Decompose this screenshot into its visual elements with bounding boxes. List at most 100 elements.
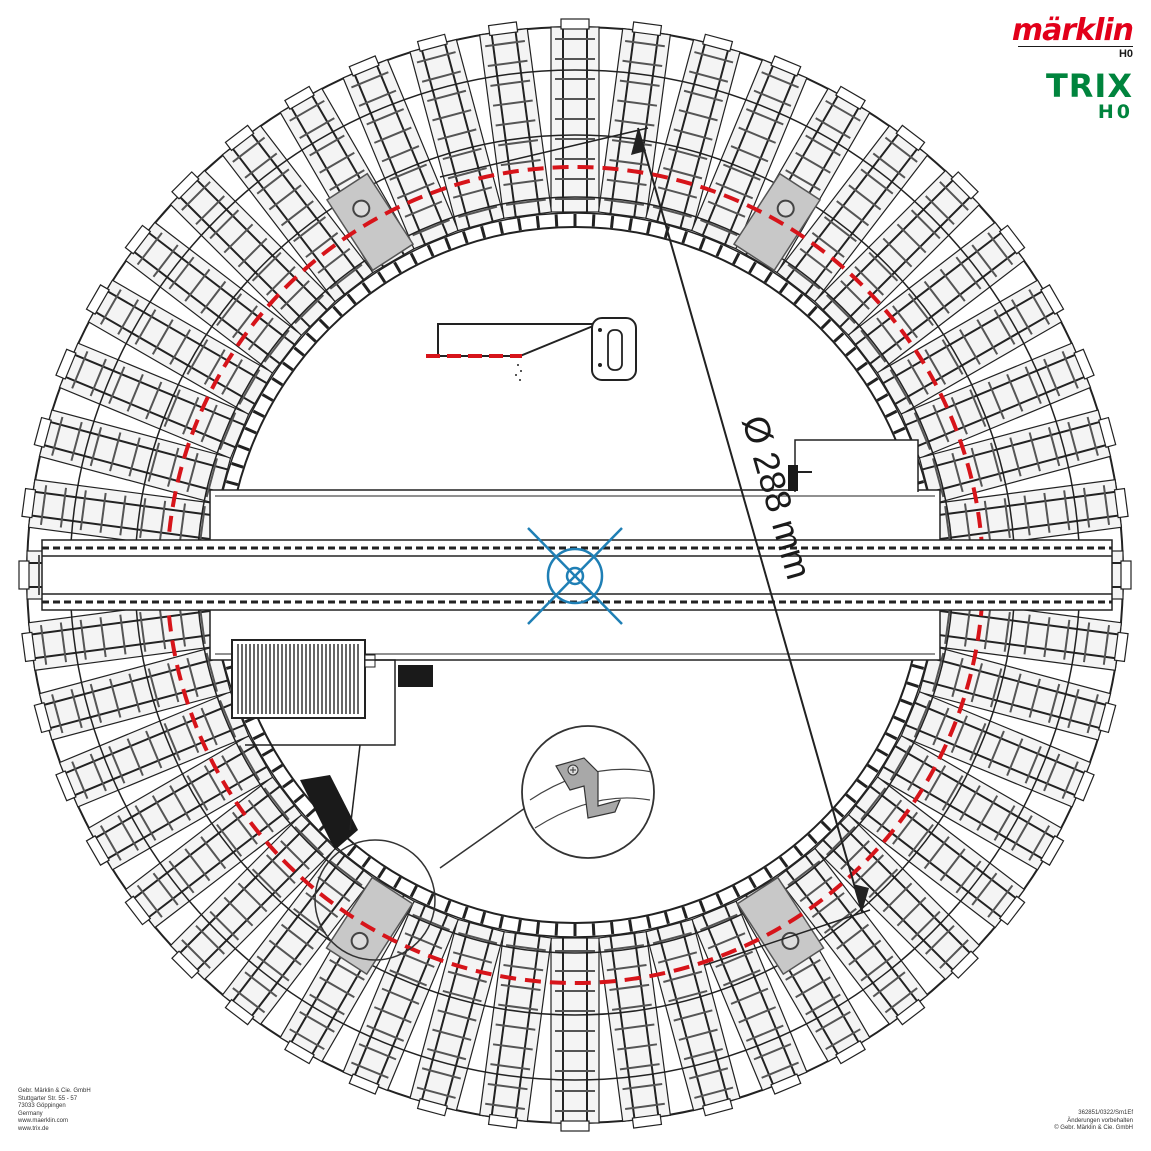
rim-tie (517, 218, 522, 231)
radial-track-stub (124, 221, 303, 374)
radial-track-stub (776, 124, 929, 303)
radial-track-stub (690, 900, 808, 1095)
radial-track-stub (918, 409, 1117, 505)
rim-tie (346, 845, 357, 857)
radial-track-stub (33, 645, 232, 741)
rim-tie (820, 820, 832, 832)
rim-tie (663, 911, 670, 925)
radial-track-stub (645, 918, 741, 1117)
rim-tie (646, 221, 652, 234)
rim-tie (462, 231, 469, 244)
rim-tie (237, 444, 250, 452)
rim-tie (646, 916, 652, 929)
radial-track-stub (550, 937, 600, 1132)
rim-tie (845, 793, 857, 804)
rim-tie (244, 426, 257, 435)
rim-tie (282, 361, 294, 372)
radial-track-stub (342, 55, 460, 250)
rim-tie (426, 244, 435, 257)
radial-track-stub (847, 221, 1026, 374)
rim-tie (261, 393, 274, 402)
rim-tie (282, 778, 294, 789)
rim-tie (409, 885, 418, 898)
rim-tie (293, 346, 305, 357)
rim-tie (609, 215, 615, 229)
rim-tie (361, 856, 372, 868)
footer-line: www.maerklin.com (18, 1118, 69, 1124)
saw-icon (426, 317, 637, 381)
radial-track-stub (169, 813, 337, 981)
radial-track-stub (342, 900, 460, 1095)
radial-track-stub (645, 33, 741, 232)
bridge-motor-icon (231, 639, 433, 850)
rim-tie (462, 906, 469, 919)
footer-legal: 362851/0322/Sm1Ef Änderungen vorbehalten… (1054, 1110, 1133, 1133)
rim-tie (885, 409, 898, 418)
rim-tie (698, 900, 706, 913)
rim-tie (261, 748, 274, 757)
radial-track-stub (33, 409, 232, 505)
radial-track-stub (690, 55, 808, 250)
rim-tie (409, 252, 418, 265)
footer-line: Germany (18, 1110, 43, 1117)
rim-tie (732, 252, 741, 265)
rim-tie (906, 681, 919, 688)
rim-tie (591, 923, 596, 936)
rim-tie (793, 293, 804, 305)
rim-tie (271, 763, 284, 773)
rim-tie (444, 237, 452, 250)
rim-tie (856, 778, 868, 789)
rim-tie (628, 919, 633, 932)
rim-tie (628, 218, 633, 231)
marklin-logo: märklin H0 (1011, 13, 1134, 61)
rim-tie (681, 231, 688, 244)
rim-tie (748, 261, 757, 274)
rim-tie (876, 393, 889, 402)
radial-track-stub (776, 847, 929, 1026)
rim-tie (681, 906, 688, 919)
footer-line: Gebr. Märklin & Cie. GmbH (18, 1088, 91, 1094)
rim-tie (393, 261, 402, 274)
rim-tie (305, 332, 317, 343)
rim-tie (346, 293, 357, 305)
marklin-wordmark: märklin (1011, 13, 1134, 48)
rim-tie (763, 866, 773, 879)
footer-line: 362851/0322/Sm1Ef (1078, 1110, 1133, 1116)
radial-track-stub (409, 33, 505, 232)
marklin-scale-label: H0 (1017, 46, 1133, 60)
rim-tie (591, 214, 596, 227)
footer-line: 73033 Göppingen (18, 1103, 66, 1109)
rim-tie (480, 911, 487, 925)
rim-tie (715, 244, 724, 257)
rim-tie (876, 748, 889, 757)
radial-track-stub (85, 279, 274, 416)
rim-tie (252, 732, 265, 741)
radial-track-stub (900, 690, 1095, 808)
radial-track-stub (813, 169, 981, 337)
rim-tie (778, 282, 789, 294)
radial-track-stub (550, 18, 600, 213)
trix-logo: TRIX H0 (1046, 70, 1133, 122)
rim-tie (866, 763, 879, 773)
rim-tie (293, 793, 305, 804)
radial-track-stub (55, 690, 250, 808)
rim-tie (361, 282, 372, 294)
footer-line: © Gebr. Märklin & Cie. GmbH (1054, 1125, 1133, 1131)
rim-tie (252, 409, 265, 418)
radial-track-stub (85, 734, 274, 871)
radial-track-stub (900, 342, 1095, 460)
mounting-clip-detail-icon (314, 725, 655, 961)
rim-tie (820, 318, 832, 330)
footer-line: Änderungen vorbehalten (1067, 1117, 1133, 1124)
radial-track-stub (124, 776, 303, 929)
rim-tie (778, 856, 789, 868)
rim-tie (715, 893, 724, 906)
center-crosshair-icon (527, 527, 623, 625)
radial-track-stub (221, 124, 374, 303)
radial-track-stub (918, 645, 1117, 741)
rim-tie (763, 271, 773, 284)
rim-tie (231, 462, 244, 469)
rim-tie (305, 807, 317, 818)
rim-tie (554, 923, 559, 936)
